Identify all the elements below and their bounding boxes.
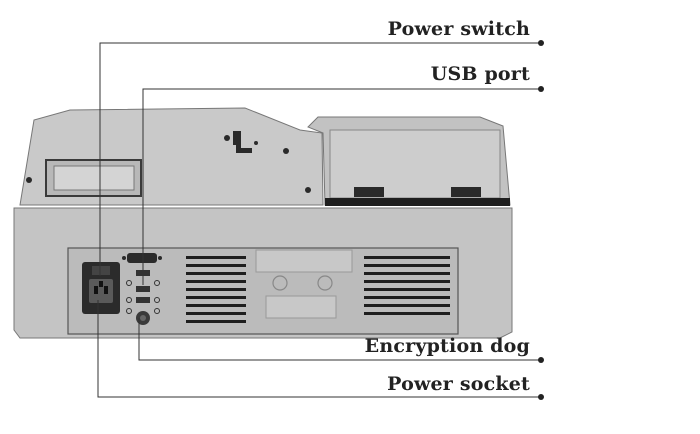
power-socket-face (89, 279, 113, 303)
hopper-clip-left (354, 187, 384, 197)
power-socket-pin-left (94, 286, 98, 294)
display-window-inner (53, 165, 135, 191)
label-usb-port: USB port (430, 63, 530, 85)
usb-port-2 (136, 286, 150, 292)
vent-right (364, 256, 450, 315)
label-power-switch: Power switch (387, 18, 530, 40)
vent-left (186, 256, 246, 323)
screw-small (254, 141, 258, 145)
leader-dot-power-socket (538, 394, 544, 400)
screw-top-left (224, 135, 230, 141)
led-a2 (154, 280, 160, 286)
leader-dot-encryption-dog (538, 357, 544, 363)
power-socket-pin-right (104, 286, 108, 294)
usb-port-3 (136, 297, 150, 303)
leader-encryption-dog (138, 318, 541, 361)
key-slot (233, 131, 252, 153)
serial-port (127, 253, 157, 263)
led-c1 (126, 308, 132, 314)
label-plate-lower (265, 295, 337, 319)
hopper-cover (329, 129, 501, 199)
serial-port-screw-left (122, 256, 126, 260)
grounding-screw (317, 275, 333, 291)
screw-left (26, 177, 32, 183)
hopper-clip-right (451, 187, 481, 197)
leader-dot-usb-port (538, 86, 544, 92)
hopper-base-strip (325, 198, 510, 206)
screw-top-mid (283, 148, 289, 154)
screw-top-right (305, 187, 311, 193)
power-socket-pin-top (99, 281, 103, 287)
led-a1 (126, 280, 132, 286)
leader-dot-power-switch (538, 40, 544, 46)
fuse-holder (272, 275, 288, 291)
label-power-socket: Power socket (387, 373, 530, 395)
label-plate (255, 249, 353, 273)
leader-power-switch (99, 42, 541, 276)
encryption-dog-knob-center (140, 315, 146, 321)
led-c2 (154, 308, 160, 314)
leader-power-socket (97, 300, 541, 398)
led-b1 (126, 297, 132, 303)
led-b2 (154, 297, 160, 303)
power-switch-rocker (92, 266, 110, 275)
label-encryption-dog: Encryption dog (364, 335, 530, 357)
serial-port-screw-right (158, 256, 162, 260)
leader-usb-port (142, 88, 541, 285)
